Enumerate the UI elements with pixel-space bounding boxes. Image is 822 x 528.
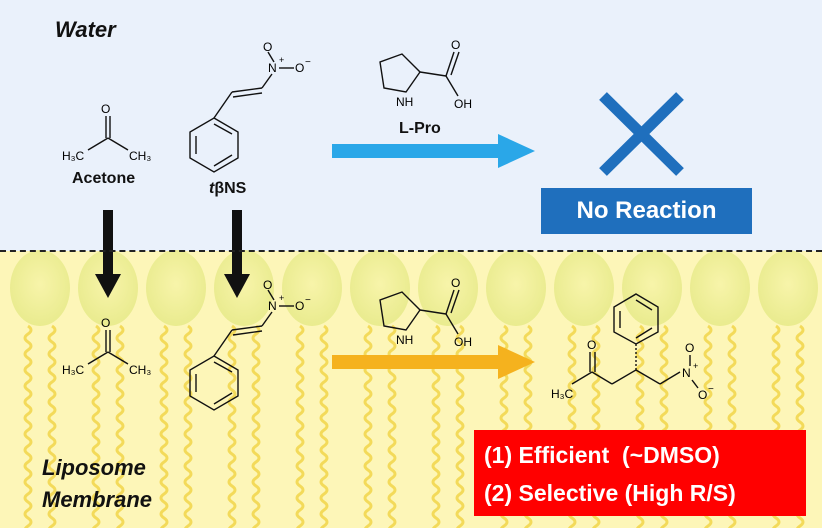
- product-o: O: [685, 341, 694, 355]
- lipid-head: [214, 250, 274, 326]
- lipid-head: [350, 250, 410, 326]
- acetone-membrane-o: O: [101, 316, 110, 330]
- acetone-water-structure: [87, 116, 129, 151]
- lpro-membrane-nh: NH: [396, 333, 413, 347]
- lipid-head: [554, 250, 614, 326]
- acetone-water-ch3: CH₃: [129, 149, 151, 163]
- product-ominus: O: [698, 388, 707, 402]
- tbns-partition-arrow: [224, 210, 250, 298]
- result-efficient: (1) Efficient (~DMSO): [484, 442, 720, 468]
- tbns-water-minus: −: [305, 57, 311, 68]
- lpro-membrane-oh: OH: [454, 335, 472, 349]
- lipid-head: [486, 250, 546, 326]
- lipid-head: [282, 250, 342, 326]
- tbns-water-o: O: [263, 40, 272, 54]
- acetone-membrane-h3c: H₃C: [62, 363, 85, 377]
- lipid-tail: [319, 324, 329, 528]
- product-h3c: H₃C: [551, 387, 574, 401]
- lipid-tail: [91, 324, 101, 528]
- lpro-label: L-Pro: [399, 120, 441, 137]
- no-reaction-box: No Reaction: [541, 188, 752, 234]
- tbns-water-ominus: O: [295, 61, 304, 75]
- acetone-water-h3c: H₃C: [62, 149, 85, 163]
- lipid-tail: [47, 324, 57, 528]
- tbns-membrane-structure: [189, 289, 294, 411]
- acetone-water-o: O: [101, 102, 110, 116]
- water-reaction-arrow: [332, 134, 535, 168]
- tbns-membrane-o: O: [263, 278, 272, 292]
- product-ketone-o: O: [587, 338, 596, 352]
- acetone-membrane-ch3: CH₃: [129, 363, 151, 377]
- lipid-head: [418, 250, 478, 326]
- tbns-label-prefix: t: [209, 180, 215, 197]
- lipid-tail: [227, 324, 237, 528]
- membrane-label-line2: Membrane: [42, 487, 153, 512]
- product-structure: [571, 293, 699, 389]
- product-minus: −: [708, 384, 714, 395]
- membrane-reaction-arrow: [332, 345, 535, 379]
- lipid-tail: [159, 324, 169, 528]
- water-label: Water: [55, 17, 116, 42]
- lpro-water-oh: OH: [454, 97, 472, 111]
- lipid-tail: [295, 324, 305, 528]
- acetone-membrane-structure: [87, 330, 129, 365]
- no-reaction-cross-icon: [599, 92, 684, 176]
- tbns-membrane-ominus: O: [295, 299, 304, 313]
- lipid-head: [622, 250, 682, 326]
- lipid-head: [690, 250, 750, 326]
- tbns-membrane-n: N: [268, 299, 277, 313]
- acetone-partition-arrow: [95, 210, 121, 298]
- lpro-membrane-structure: [379, 289, 460, 335]
- tbns-water-plus: +: [279, 55, 284, 65]
- lpro-water-structure: [379, 51, 460, 97]
- product-plus: +: [693, 361, 698, 371]
- lpro-water-o: O: [451, 38, 460, 52]
- tbns-membrane-minus: −: [305, 295, 311, 306]
- tbns-water-structure: [189, 51, 294, 173]
- acetone-label: Acetone: [72, 170, 136, 187]
- lipid-tail: [23, 324, 33, 528]
- membrane-results-box: (1) Efficient (~DMSO) (2) Selective (Hig…: [474, 430, 806, 516]
- lipid-head: [10, 250, 70, 326]
- lipid-head: [146, 250, 206, 326]
- tbns-label-suffix: βNS: [214, 180, 247, 197]
- phase-boundary-line: [0, 250, 822, 252]
- tbns-label: tβNS: [209, 180, 246, 198]
- lipid-tail: [251, 324, 261, 528]
- lipid-tail: [183, 324, 193, 528]
- lpro-water-nh: NH: [396, 95, 413, 109]
- membrane-label-line1: Liposome: [42, 455, 146, 480]
- lipid-heads: [10, 250, 818, 326]
- product-n: N: [682, 366, 691, 380]
- result-selective: (2) Selective (High R/S): [484, 480, 736, 506]
- tbns-water-n: N: [268, 61, 277, 75]
- lipid-head: [758, 250, 818, 326]
- tbns-membrane-plus: +: [279, 293, 284, 303]
- lpro-membrane-o: O: [451, 276, 460, 290]
